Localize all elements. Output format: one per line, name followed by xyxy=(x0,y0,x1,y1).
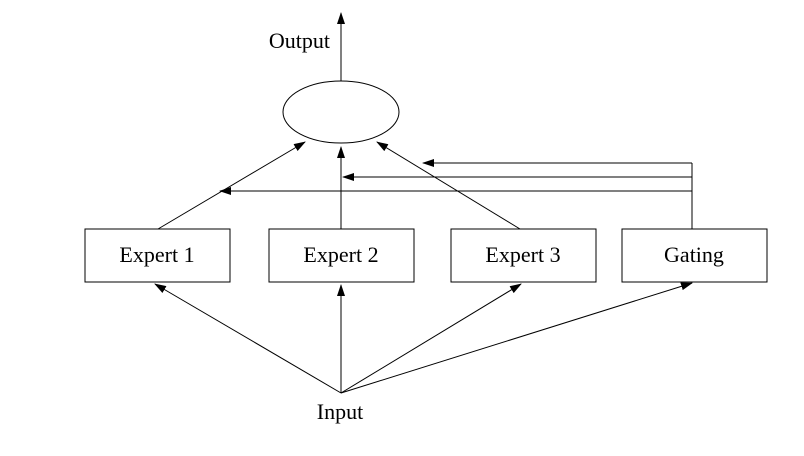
expert-1-label: Expert 1 xyxy=(119,242,194,267)
expert-2-label: Expert 2 xyxy=(303,242,378,267)
expert-1-box xyxy=(84,228,231,283)
gating-box xyxy=(621,228,768,283)
edge-expert3-to-combiner xyxy=(376,141,521,230)
edge-expert1-to-combiner xyxy=(157,141,306,230)
edge-input-to-gating xyxy=(340,282,693,394)
input-label: Input xyxy=(317,399,363,424)
gating-label: Gating xyxy=(664,242,724,267)
output-label: Output xyxy=(269,28,330,53)
combiner-node xyxy=(282,80,400,144)
expert-3-label: Expert 3 xyxy=(485,242,560,267)
expert-3-box xyxy=(450,228,597,283)
expert-2-box xyxy=(268,228,415,283)
edge-input-to-expert3 xyxy=(340,283,522,394)
edge-input-to-expert1 xyxy=(154,283,342,394)
